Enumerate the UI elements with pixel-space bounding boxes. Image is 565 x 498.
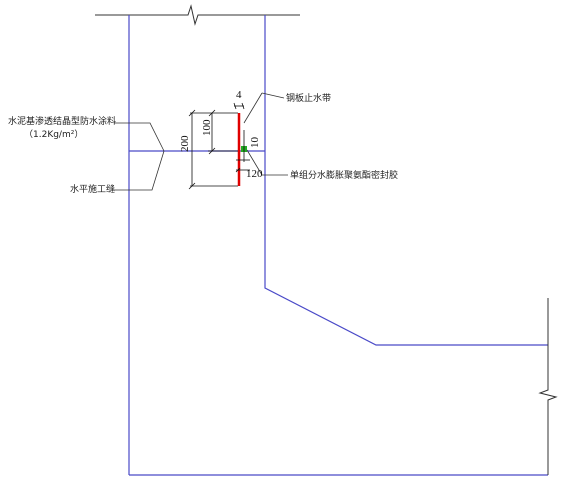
dim-thickness-4: 4 <box>236 89 242 101</box>
right-break-line <box>538 298 558 475</box>
steel-waterstop-label: 钢板止水带 <box>286 92 331 104</box>
dim-gap-120: 120 <box>246 168 263 180</box>
sealant-label: 单组分水膨胀聚氨酯密封胶 <box>290 169 398 181</box>
leader-lines <box>114 92 288 191</box>
dim-total-200: 200 <box>179 135 191 152</box>
top-break-line <box>95 4 300 26</box>
construction-joint-label: 水平施工缝 <box>70 183 115 195</box>
dim-upper-100: 100 <box>201 119 213 136</box>
coating-rate-label: （1.2Kg/m²） <box>24 129 83 140</box>
dimension-lines <box>188 102 250 190</box>
coating-label: 水泥基渗透结晶型防水涂料 <box>8 115 116 127</box>
dim-gap-10: 10 <box>249 137 261 149</box>
concrete-outline <box>128 15 548 476</box>
